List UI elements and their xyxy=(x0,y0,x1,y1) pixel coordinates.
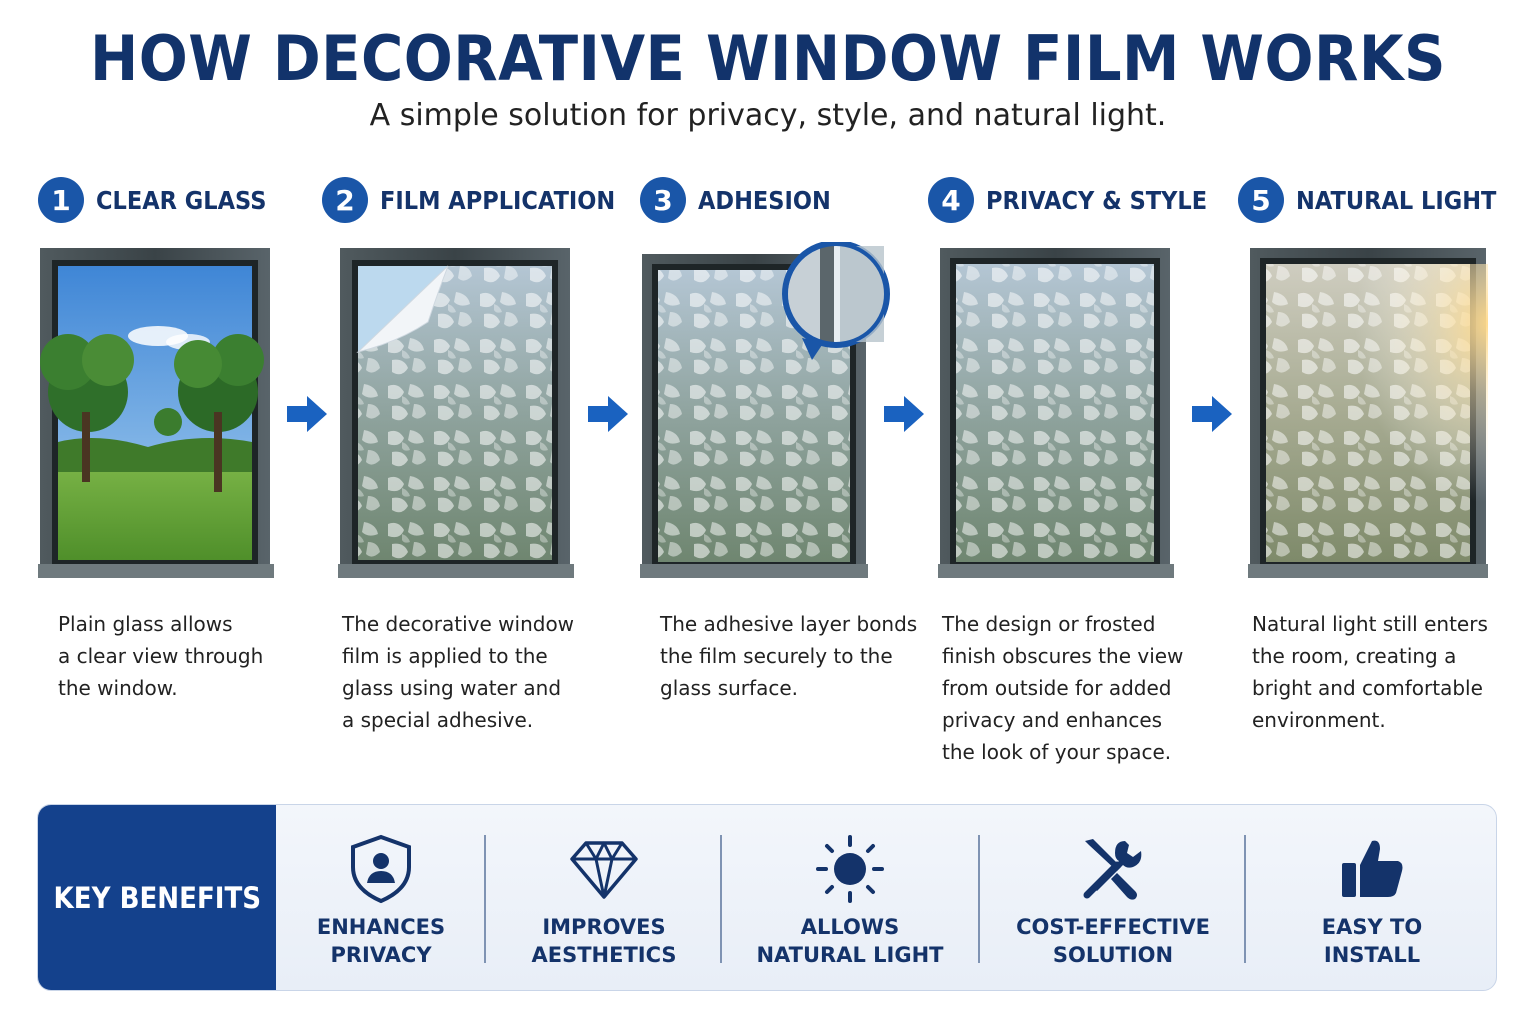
benefit-privacy: ENHANCES PRIVACY xyxy=(276,805,486,990)
natural-light-window-illustration xyxy=(1248,248,1488,578)
step-title: ADHESION xyxy=(698,185,831,215)
benefit-label: EASY TO INSTALL xyxy=(1321,915,1423,967)
step-description: The decorative window film is applied to… xyxy=(342,612,575,732)
step-adhesion: 3 ADHESION The adhesive layer bonds the … xyxy=(640,170,930,770)
step-title: PRIVACY & STYLE xyxy=(986,185,1208,215)
step-number: 1 xyxy=(38,177,84,223)
step-description: The adhesive layer bonds the film secure… xyxy=(660,612,918,700)
key-benefits-panel: KEY BENEFITS ENHANCES PRIVACY IMPROVES A… xyxy=(37,804,1497,991)
step-natural-light: 5 NATURAL LIGHT Natural light still ente… xyxy=(1238,170,1528,770)
benefit-easy-install: EASY TO INSTALL xyxy=(1246,805,1496,990)
tools-icon xyxy=(1083,839,1142,900)
step-number: 4 xyxy=(928,177,974,223)
step-title: FILM APPLICATION xyxy=(380,185,616,215)
step-privacy-style: 4 PRIVACY & STYLE The design or frosted … xyxy=(928,170,1218,770)
benefit-label: ENHANCES PRIVACY xyxy=(316,915,446,967)
arrow-right-icon xyxy=(884,396,924,432)
benefit-aesthetics: IMPROVES AESTHETICS xyxy=(486,805,722,990)
divider xyxy=(484,835,486,963)
page-subtitle: A simple solution for privacy, style, an… xyxy=(369,98,1167,133)
divider xyxy=(1244,835,1246,963)
step-header: 2 FILM APPLICATION xyxy=(322,176,641,224)
thumbs-up-icon xyxy=(1342,840,1403,897)
step-header: 4 PRIVACY & STYLE xyxy=(928,176,1232,224)
divider xyxy=(978,835,980,963)
diamond-icon xyxy=(570,841,638,899)
step-title: NATURAL LIGHT xyxy=(1296,185,1497,215)
key-benefits-label: KEY BENEFITS xyxy=(38,805,276,990)
film-application-illustration xyxy=(338,248,574,578)
arrow-right-icon xyxy=(588,396,628,432)
step-film-application: 2 FILM APPLICATION The decorative window… xyxy=(322,170,615,770)
page-title: HOW DECORATIVE WINDOW FILM WORKS xyxy=(90,22,1446,95)
step-header: 1 CLEAR GLASS xyxy=(38,176,285,224)
benefit-label: IMPROVES AESTHETICS xyxy=(531,915,677,967)
privacy-window-illustration xyxy=(938,248,1174,578)
step-clear-glass: 1 CLEAR GLASS Plain glass allows a clear… xyxy=(38,170,328,770)
arrow-right-icon xyxy=(287,396,327,432)
benefit-label: COST-EFFECTIVE SOLUTION xyxy=(1016,915,1210,967)
arrow-right-icon xyxy=(1192,396,1232,432)
step-description: The design or frosted finish obscures th… xyxy=(942,612,1184,764)
divider xyxy=(720,835,722,963)
step-description: Natural light still enters the room, cre… xyxy=(1252,612,1488,732)
step-title: CLEAR GLASS xyxy=(96,185,267,215)
step-header: 5 NATURAL LIGHT xyxy=(1238,176,1519,224)
benefit-label: ALLOWS NATURAL LIGHT xyxy=(756,915,944,967)
step-description: Plain glass allows a clear view through … xyxy=(58,612,264,700)
step-number: 3 xyxy=(640,177,686,223)
clear-window-illustration xyxy=(38,248,274,578)
benefit-cost-effective: COST-EFFECTIVE SOLUTION xyxy=(980,805,1246,990)
adhesion-illustration xyxy=(640,242,890,578)
benefit-natural-light: ALLOWS NATURAL LIGHT xyxy=(722,805,978,990)
sun-icon xyxy=(816,835,884,903)
step-header: 3 ADHESION xyxy=(640,176,846,224)
shield-user-icon xyxy=(351,834,411,904)
step-number: 5 xyxy=(1238,177,1284,223)
step-number: 2 xyxy=(322,177,368,223)
